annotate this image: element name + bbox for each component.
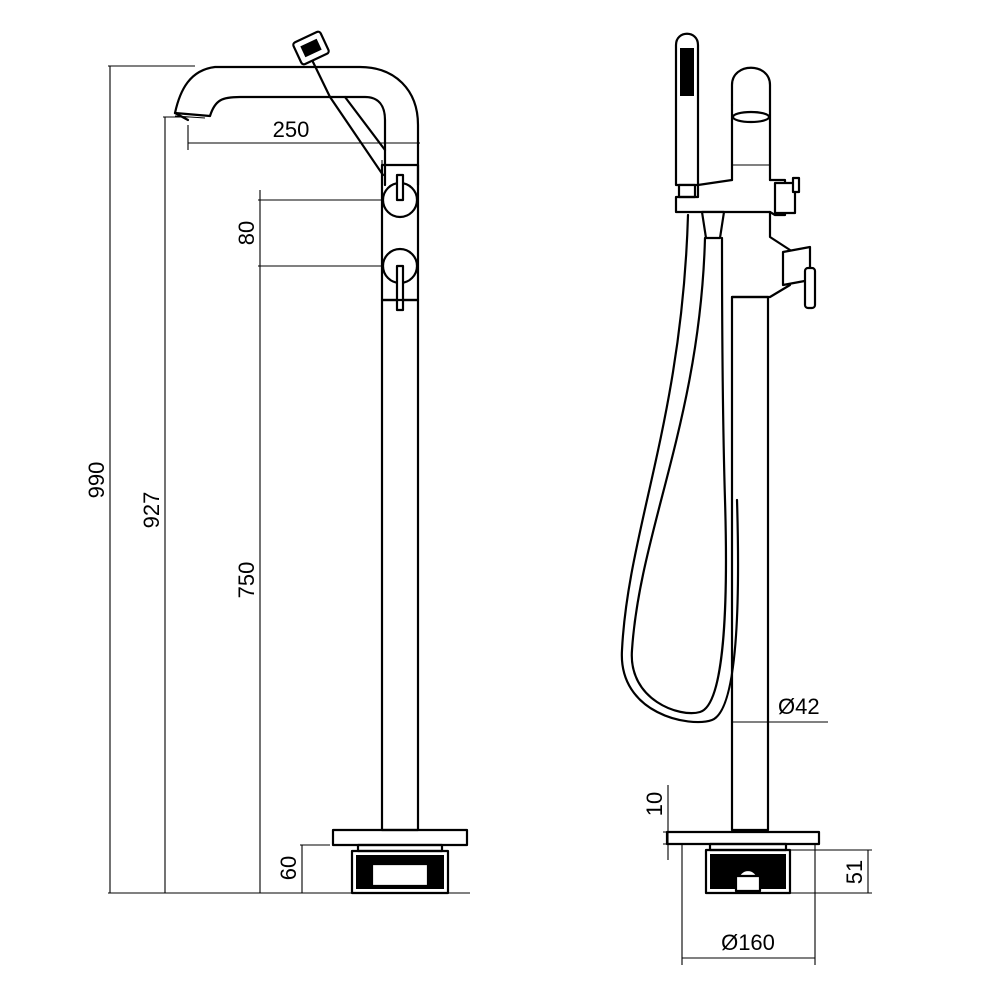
front-handshower-head <box>292 30 332 99</box>
dim-927: 927 <box>139 492 164 529</box>
front-mixer-body <box>380 163 420 312</box>
front-dimension-lines <box>108 65 470 894</box>
dim-990: 990 <box>84 462 109 499</box>
dim-60: 60 <box>276 856 301 880</box>
front-spout <box>173 30 420 187</box>
dim-750: 750 <box>234 562 259 599</box>
dim-80: 80 <box>234 221 259 245</box>
front-base <box>331 828 469 895</box>
side-upper-handle <box>773 181 797 215</box>
front-view: 990 927 750 80 250 60 <box>84 30 470 895</box>
side-column <box>730 295 770 832</box>
side-base <box>665 830 821 895</box>
front-column <box>380 298 420 832</box>
side-dimension-lines <box>663 712 872 965</box>
dim-diameter-160: Ø160 <box>721 930 775 955</box>
dim-10: 10 <box>642 792 667 816</box>
dim-diameter-42: Ø42 <box>778 694 820 719</box>
side-view: Ø42 10 51 Ø160 <box>620 32 872 965</box>
side-spout <box>730 66 772 182</box>
side-hose <box>620 213 740 724</box>
side-mixer-body <box>674 176 817 310</box>
dim-51: 51 <box>842 860 867 884</box>
side-handshower <box>674 32 700 199</box>
dim-250: 250 <box>273 117 310 142</box>
